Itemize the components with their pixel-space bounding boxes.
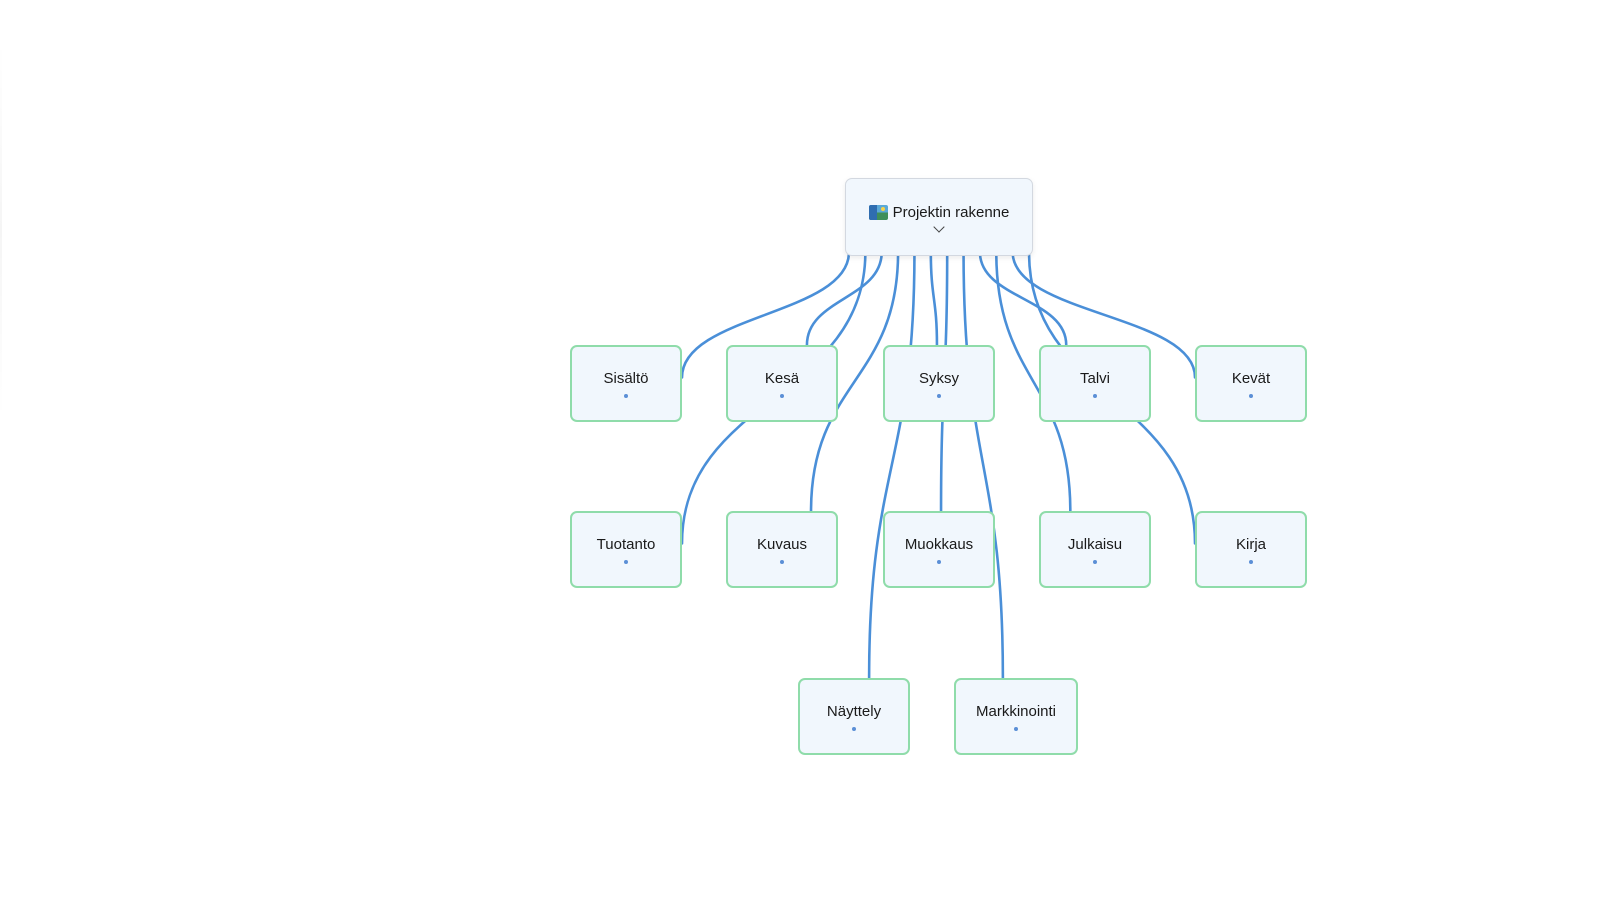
edge-root-syksy [929,250,939,347]
node-tuotanto[interactable]: Tuotanto [570,511,682,588]
node-label: Julkaisu [1067,535,1123,553]
node-label: Syksy [918,369,959,387]
node-kuvaus[interactable]: Kuvaus [726,511,838,588]
node-markkinointi[interactable]: Markkinointi [954,678,1078,755]
root-node[interactable]: Projektin rakenne [845,178,1033,256]
handle-dot[interactable] [1093,559,1097,564]
node-kesa[interactable]: Kesä [726,345,838,422]
node-kirja[interactable]: Kirja [1195,511,1307,588]
node-kevat[interactable]: Kevät [1195,345,1307,422]
node-talvi[interactable]: Talvi [1039,345,1151,422]
node-label: Kevät [1231,369,1271,387]
handle-dot[interactable] [937,393,941,398]
handle-dot[interactable] [1249,559,1253,564]
node-label: Kuvaus [756,535,808,553]
handle-dot[interactable] [852,726,856,731]
handle-dot[interactable] [780,559,784,564]
edge-root-markkinointi [962,250,1005,680]
node-label: Kirja [1235,535,1266,553]
node-label: Tuotanto [596,535,656,553]
map-picture-icon [868,205,888,220]
panel-divider [0,40,2,420]
handle-dot[interactable] [1093,393,1097,398]
handle-dot[interactable] [624,559,628,564]
node-sisalto[interactable]: Sisältö [570,345,682,422]
handle-dot[interactable] [1014,726,1018,731]
node-label: Näyttely [826,702,882,720]
edge-root-nayttely [867,250,916,680]
edge-root-talvi [978,250,1068,347]
node-label: Kesä [764,369,800,387]
node-label: Talvi [1079,369,1110,387]
root-node-label: Projektin rakenne [892,203,1010,221]
handle-dot[interactable] [624,393,628,398]
handle-dot[interactable] [780,393,784,398]
chevron-down-icon[interactable] [933,220,945,233]
handle-dot[interactable] [1249,393,1253,398]
node-syksy[interactable]: Syksy [883,345,995,422]
node-julkaisu[interactable]: Julkaisu [1039,511,1151,588]
node-label: Sisältö [603,369,649,387]
node-label: Muokkaus [904,535,974,553]
node-label: Markkinointi [975,702,1057,720]
node-nayttely[interactable]: Näyttely [798,678,910,755]
node-muokkaus[interactable]: Muokkaus [883,511,995,588]
handle-dot[interactable] [937,559,941,564]
edge-root-kesa [805,250,884,347]
